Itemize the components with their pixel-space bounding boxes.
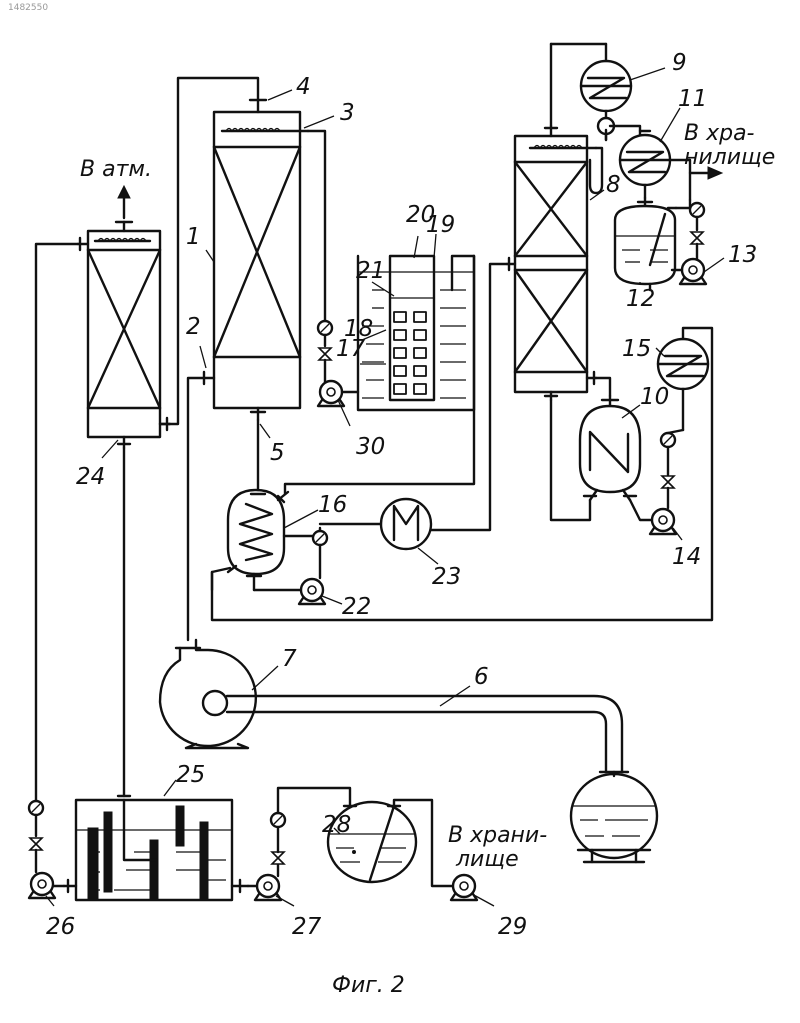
callout-8: 8 [606,172,621,198]
callout-1: 1 [186,224,201,250]
callout-14: 14 [672,544,701,570]
callout-11: 11 [678,86,707,112]
figure-caption: Фиг. 2 [332,973,405,998]
callout-5: 5 [270,440,285,466]
callout-29: 29 [498,914,527,940]
callout-4: 4 [296,74,311,100]
pump-14 [650,509,676,534]
callout-25: 25 [176,762,205,788]
callout-15: 15 [622,336,651,362]
callout-24: 24 [76,464,105,490]
callout-28: 28 [322,812,351,838]
callout-26: 26 [46,914,75,940]
column-1 [204,100,308,420]
callout-10: 10 [640,384,669,410]
tank-19 [308,131,474,410]
callout-2: 2 [186,314,201,340]
pump-26 [29,873,55,898]
label-to-storage-top-1: В хра- [684,121,755,146]
label-to-storage-bottom-1: В храни- [448,823,547,848]
heat-exchanger-15 [212,328,712,620]
callout-13: 13 [728,242,757,268]
callout-30: 30 [356,434,385,460]
label-to-atmosphere: В атм. [80,157,152,182]
label-to-storage-bottom-2: лище [455,847,519,872]
callout-7: 7 [282,646,297,672]
column-24 [78,186,170,448]
duct-6 [227,696,628,772]
callout-23: 23 [432,564,461,590]
callout-12: 12 [626,286,655,312]
tank-25 [64,448,248,900]
corner-mark: 1482550 [8,3,48,13]
reboiler-10 [551,378,652,520]
callout-27: 27 [292,914,322,940]
callout-16: 16 [318,492,347,518]
label-to-storage-top-2: нилище [684,145,775,170]
callout-21: 21 [356,258,385,284]
heater-23 [320,264,507,549]
pump-22 [299,579,325,604]
column-8 [507,126,602,400]
callout-22: 22 [342,594,371,620]
callout-20: 20 [406,202,435,228]
callout-18: 18 [344,316,373,342]
callout-9: 9 [672,50,687,76]
callout-3: 3 [340,100,355,126]
pump-29 [451,875,477,900]
pump-30 [318,381,344,406]
pump-13 [680,259,706,284]
blower-7 [160,640,256,748]
spherical-tank [571,772,657,862]
leader-lines [46,68,724,906]
callout-6: 6 [474,664,489,690]
